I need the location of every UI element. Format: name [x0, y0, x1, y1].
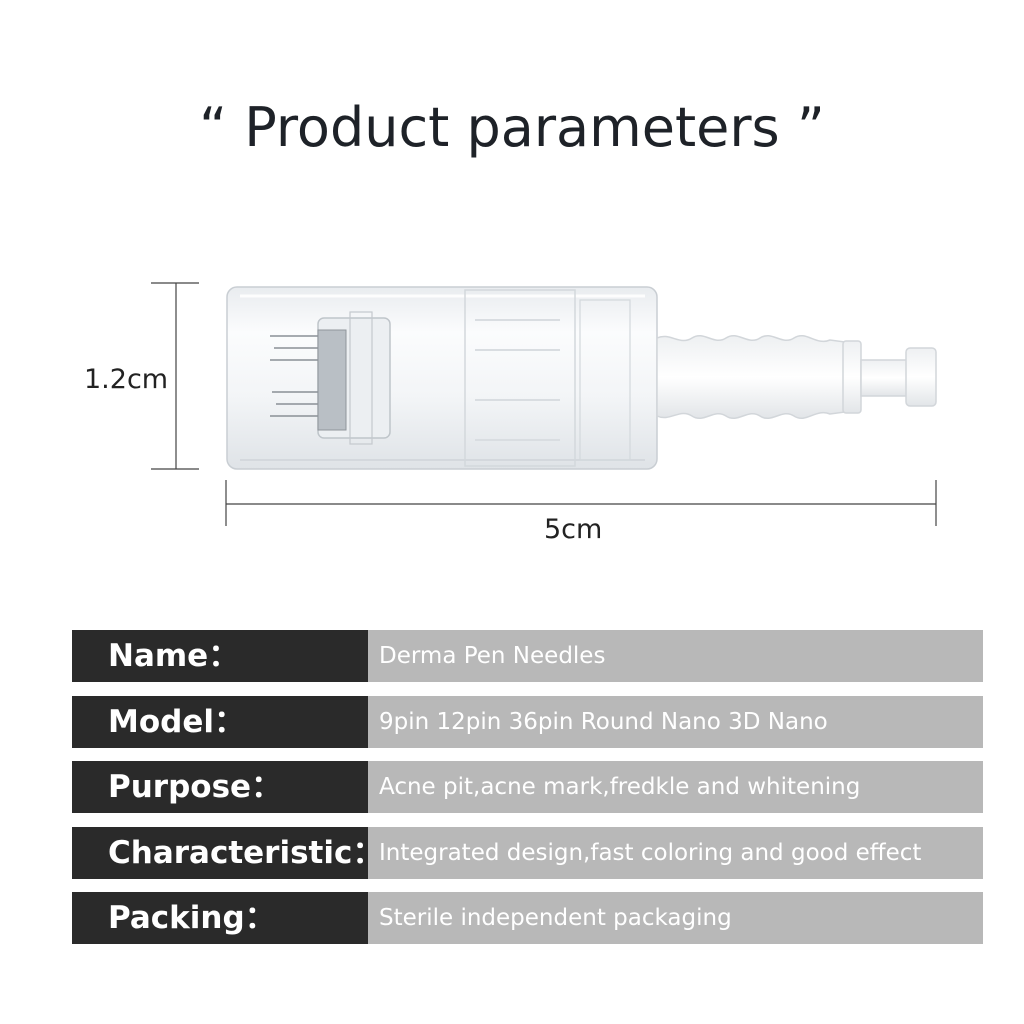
param-row-characteristic: Characteristic： Integrated design,fast c…: [72, 827, 983, 879]
height-dimension-label: 1.2cm: [84, 364, 169, 395]
param-label: Purpose：: [72, 761, 368, 813]
page-title: “ Product parameters ”: [199, 96, 825, 159]
param-value: Acne pit,acne mark,fredkle and whitening: [368, 761, 983, 813]
param-row-model: Model： 9pin 12pin 36pin Round Nano 3D Na…: [72, 696, 983, 748]
param-row-name: Name： Derma Pen Needles: [72, 630, 983, 682]
param-label: Model：: [72, 696, 368, 748]
needle-pins: [270, 329, 347, 431]
width-dimension-label: 5cm: [544, 514, 603, 545]
height-dimension-line: [151, 282, 199, 470]
param-label: Name：: [72, 630, 368, 682]
cartridge-body: [226, 286, 658, 470]
param-row-purpose: Purpose： Acne pit,acne mark,fredkle and …: [72, 761, 983, 813]
param-value: 9pin 12pin 36pin Round Nano 3D Nano: [368, 696, 983, 748]
param-value: Derma Pen Needles: [368, 630, 983, 682]
param-label: Packing：: [72, 892, 368, 944]
param-value: Sterile independent packaging: [368, 892, 983, 944]
param-row-packing: Packing： Sterile independent packaging: [72, 892, 983, 944]
width-dimension-line: [225, 480, 937, 526]
param-value: Integrated design,fast coloring and good…: [368, 827, 983, 879]
cartridge-tail: [656, 335, 937, 419]
param-label: Characteristic：: [72, 827, 383, 879]
